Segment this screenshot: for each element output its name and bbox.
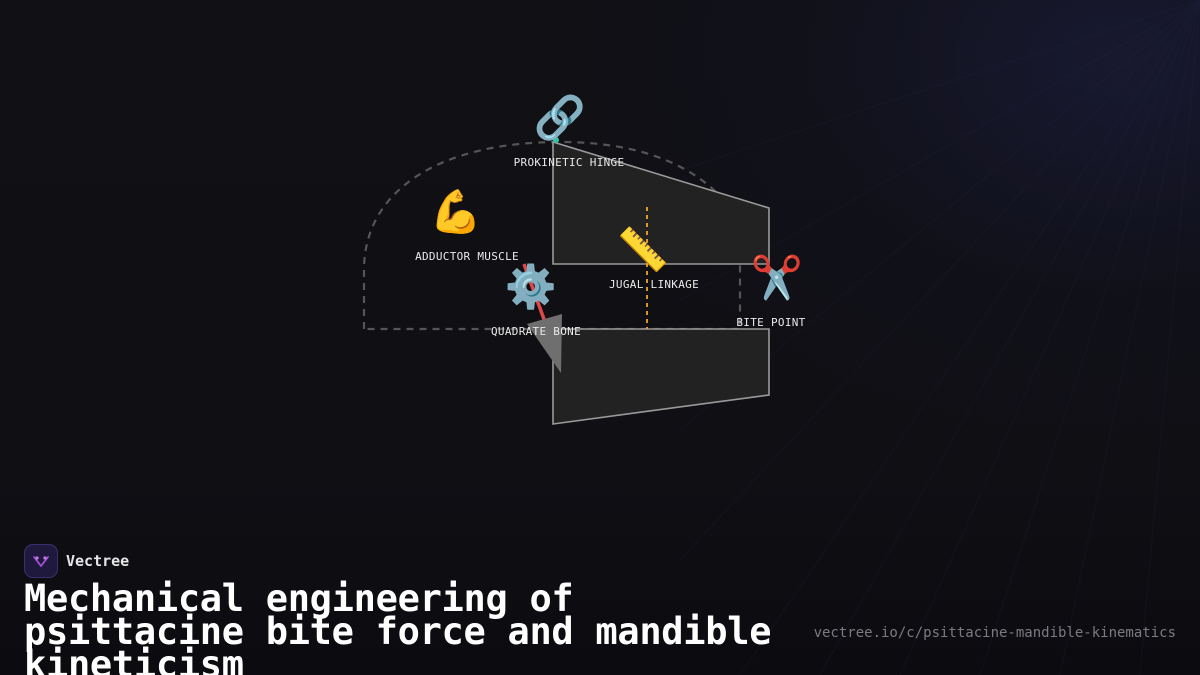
source-url[interactable]: vectree.io/c/psittacine-mandible-kinemat…	[813, 625, 1176, 641]
jugal-linkage-label: JUGAL LINKAGE	[609, 278, 699, 291]
scissors-icon: ✂️	[750, 253, 804, 302]
adductor-muscle-line	[522, 263, 547, 323]
ruler-icon: 📏	[616, 225, 670, 274]
prokinetic-hinge-label: PROKINETIC HINGE	[513, 156, 625, 169]
lower-mandible	[552, 328, 770, 425]
flexed-biceps-icon: 💪	[429, 187, 483, 236]
bite-point-label: BITE POINT	[736, 316, 806, 329]
skull-outline	[362, 140, 742, 331]
quadrate-bone-wedge	[527, 314, 562, 373]
link-icon: 🔗	[533, 93, 587, 142]
vectree-logo-icon	[24, 544, 58, 578]
adductor-muscle-label: ADDUCTOR MUSCLE	[415, 250, 519, 263]
gear-icon: ⚙️	[504, 262, 558, 311]
page-title: Mechanical engineering of psittacine bit…	[24, 577, 772, 675]
brand[interactable]: Vectree	[24, 544, 129, 578]
upper-mandible	[552, 140, 770, 265]
prokinetic-hinge-point	[553, 137, 559, 143]
quadrate-bone-label: QUADRATE BONE	[491, 325, 581, 338]
brand-name: Vectree	[66, 552, 130, 570]
